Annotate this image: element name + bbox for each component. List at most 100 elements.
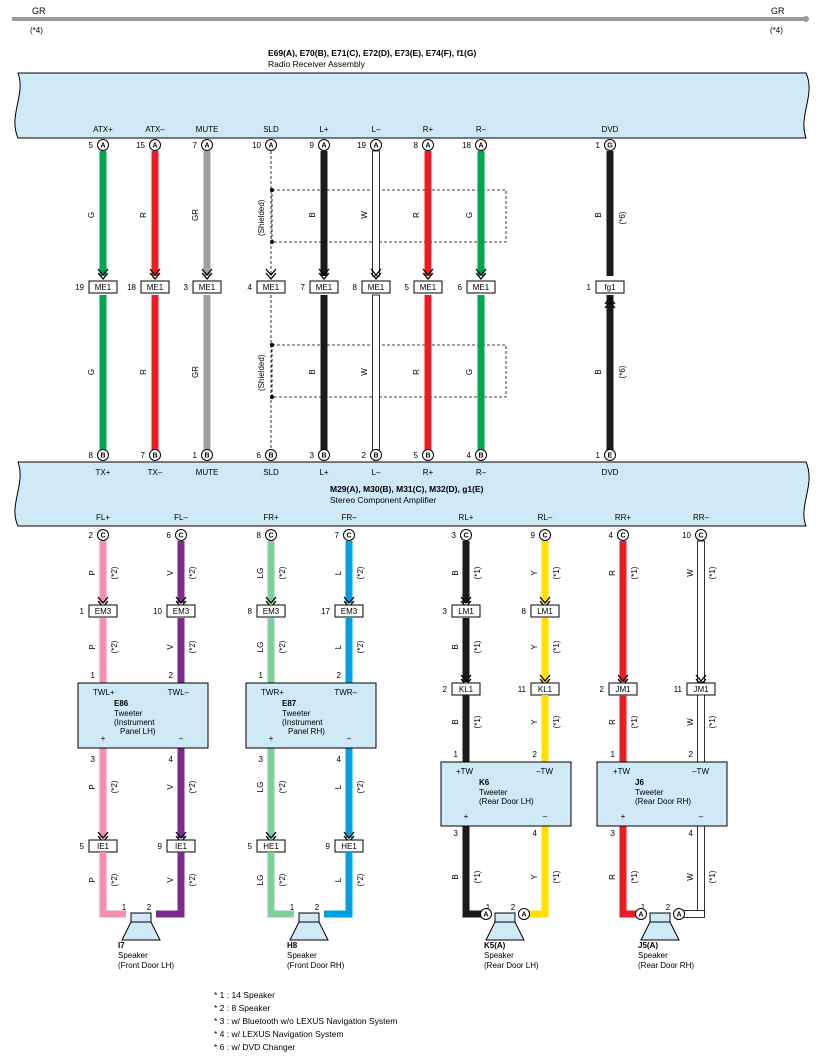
upper-color-a-0: G xyxy=(87,212,96,218)
lower-note-a-1: (*2) xyxy=(188,566,197,579)
bot-pin-circle-4-letter: B xyxy=(321,453,326,460)
amp-out-pin-1: 6 xyxy=(167,531,172,540)
top-pin-0: 5 xyxy=(89,141,94,150)
bot-pin-8: 1 xyxy=(596,451,601,460)
tw-in-pin-1: 2 xyxy=(169,671,174,680)
top-pin-circle-8 xyxy=(604,139,616,151)
tw-in-pin-5: 2 xyxy=(533,750,538,759)
bot-label-7: R– xyxy=(476,468,487,477)
lower-wire-d-3 xyxy=(345,852,353,914)
bot-label-3: SLD xyxy=(263,468,279,477)
top-pin-circle-2 xyxy=(201,139,213,151)
chevron-down-icon xyxy=(318,268,330,281)
lower-wire-c-1 xyxy=(177,748,185,838)
tweeter-neg-1: TWR– xyxy=(334,688,357,697)
mid-pin-2: 3 xyxy=(184,283,189,292)
amp-out-label-4: RL+ xyxy=(459,513,474,522)
speaker-cone-0 xyxy=(121,921,161,941)
speaker-code-0: I7 xyxy=(118,941,125,950)
c1-conn-3 xyxy=(334,604,364,618)
top-pin-circle-2-letter: A xyxy=(204,143,209,150)
lower-wire-b-5 xyxy=(541,618,549,682)
mid-pin-6: 5 xyxy=(405,283,410,292)
bot-pin-circle-7-letter: B xyxy=(478,453,483,460)
bot-pin-circle-0 xyxy=(97,449,109,461)
tweeter-desc1-3: (Rear Door RH) xyxy=(635,797,691,806)
mid-conn-0 xyxy=(88,280,118,294)
feed-plus-3 xyxy=(619,910,641,918)
tw-in-pin-0: 1 xyxy=(91,671,96,680)
lower-note-c-4: (*1) xyxy=(473,715,482,728)
lower-color-b-2: LG xyxy=(256,642,265,653)
speaker-conn-plus-2 xyxy=(480,908,492,920)
lower-color-d-5: Y xyxy=(530,874,539,880)
speaker-conn-minus-2-letter: A xyxy=(521,912,526,919)
lower-note-b-4: (*1) xyxy=(473,640,482,653)
bot-pin-circle-1 xyxy=(149,449,161,461)
lower-wire-b-3 xyxy=(345,618,353,683)
tw-out-pin-0: 3 xyxy=(91,755,96,764)
mid-pin-8: 1 xyxy=(587,283,592,292)
tweeter-minus-0: – xyxy=(179,734,184,743)
speaker-name-1: Speaker xyxy=(287,951,317,960)
tweeter-desc1-1: (Instrument xyxy=(282,718,323,727)
lower-color-a-1: V xyxy=(166,570,175,576)
lower-wire-b-4 xyxy=(462,618,470,682)
mid-pin-7: 6 xyxy=(458,283,463,292)
chevron-down-icon xyxy=(370,268,382,281)
lower-color-b-0: P xyxy=(88,644,97,649)
upper-wire-a-5 xyxy=(372,150,380,277)
tweeter-box-3 xyxy=(596,761,728,827)
bot-pin-circle-2 xyxy=(201,449,213,461)
mid-pin-4: 7 xyxy=(301,283,306,292)
speaker-magnet-0 xyxy=(130,912,152,923)
top-pin-circle-4 xyxy=(318,139,330,151)
bot-pin-circle-6 xyxy=(422,449,434,461)
amp-out-circle-3 xyxy=(343,529,355,541)
upper-wire-b-5 xyxy=(372,294,380,451)
c3-conn-3-label: HE1 xyxy=(341,842,357,851)
upper-color-b-1: R xyxy=(139,369,148,375)
note-1: * 1 : 14 Speaker xyxy=(214,990,275,1000)
lower-wire-d-0 xyxy=(99,852,107,914)
lower-note-b-0: (*2) xyxy=(110,640,119,653)
tweeter-minus-1: – xyxy=(347,734,352,743)
speaker-pin-plus-2: 1 xyxy=(486,903,491,912)
gr-left-note: (*4) xyxy=(30,26,43,35)
amp-out-circle-6 xyxy=(617,529,629,541)
bot-pin-circle-7 xyxy=(475,449,487,461)
top-pin-circle-1-letter: A xyxy=(152,143,157,150)
lower-wire-b-0 xyxy=(99,618,107,683)
lower-wire-b-6 xyxy=(619,541,627,682)
upper-color-a-1: R xyxy=(139,212,148,218)
mid-conn-0-label: ME1 xyxy=(95,283,112,292)
lower-note-d-0: (*2) xyxy=(110,873,119,886)
speaker-pin-plus-1: 1 xyxy=(290,903,295,912)
tw-out-pin-7: 4 xyxy=(689,829,694,838)
note-3: * 3 : w/ Bluetooth w/o LEXUS Navigation … xyxy=(214,1016,397,1026)
top-pin-1: 15 xyxy=(136,141,145,150)
speaker-magnet-2 xyxy=(494,912,516,923)
chevron-down-icon xyxy=(201,268,213,281)
top-pin-circle-1 xyxy=(149,139,161,151)
lower-note-d-4: (*1) xyxy=(473,870,482,883)
mid-conn-8 xyxy=(595,280,625,294)
tweeter-neg-2: –TW xyxy=(536,767,553,776)
lower-note-a-7: (*1) xyxy=(708,566,717,579)
upper-wire-a-7 xyxy=(477,151,485,276)
lower-note-d-2: (*2) xyxy=(278,873,287,886)
bot-label-8: DVD xyxy=(602,468,619,477)
speaker-magnet-1 xyxy=(298,912,320,923)
lower-color-d-3: L xyxy=(334,877,343,882)
speaker-pin-minus-0: 2 xyxy=(147,903,152,912)
top-pin-circle-6 xyxy=(422,139,434,151)
bot-pin-circle-6-letter: B xyxy=(425,453,430,460)
tweeter-pos-1: TWR+ xyxy=(261,688,284,697)
lower-wire-a-5 xyxy=(541,541,549,603)
speaker-conn-plus-3-letter: A xyxy=(638,912,643,919)
bot-pin-circle-5 xyxy=(370,449,382,461)
top-label-5: L– xyxy=(372,125,381,134)
